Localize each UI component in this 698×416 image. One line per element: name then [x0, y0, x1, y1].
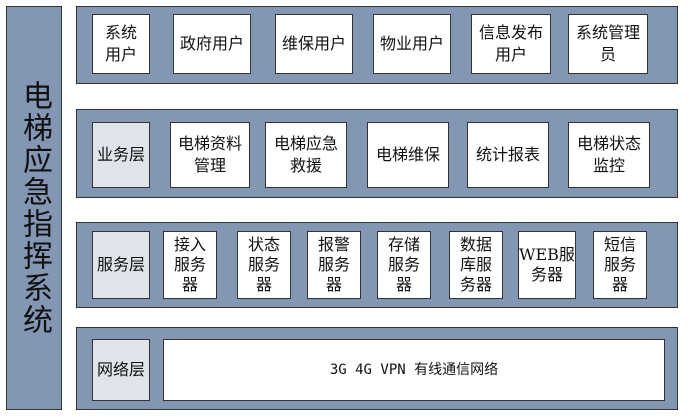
service-layer-label: 服务层 — [92, 231, 150, 299]
network-communication-box: 3G 4G VPN 有线通信网络 — [163, 339, 665, 401]
system-title-panel: 电梯应急指挥系统 — [6, 6, 62, 410]
service-sms-server: 短信 服务 器 — [593, 231, 647, 299]
user-system-admin: 系统管理 员 — [568, 14, 648, 74]
business-statistics-report: 统计报表 — [467, 122, 549, 188]
user-system-user: 系统 用户 — [92, 14, 150, 74]
business-status-monitor: 电梯状态 监控 — [568, 122, 650, 188]
business-layer-label: 业务层 — [92, 122, 150, 188]
service-web-server: WEB服 务器 — [518, 231, 576, 299]
user-maintenance: 维保用户 — [275, 14, 353, 74]
user-property: 物业用户 — [373, 14, 451, 74]
network-layer: 网络层 3G 4G VPN 有线通信网络 — [76, 327, 678, 410]
service-access-server: 接入 服务 器 — [163, 231, 217, 299]
service-layer: 服务层 接入 服务 器 状态 服务 器 报警 服务 器 存储 服务 器 数据 库… — [76, 222, 678, 308]
business-emergency-rescue: 电梯应急 救援 — [265, 122, 347, 188]
service-alarm-server: 报警 服务 器 — [307, 231, 361, 299]
user-info-publish: 信息发布 用户 — [471, 14, 551, 74]
business-elevator-maintenance: 电梯维保 — [367, 122, 449, 188]
business-elevator-records: 电梯资料 管理 — [170, 122, 250, 188]
user-government: 政府用户 — [173, 14, 251, 74]
network-layer-label: 网络层 — [92, 339, 150, 401]
service-database-server: 数据 库服 务器 — [449, 231, 503, 299]
service-status-server: 状态 服务 器 — [237, 231, 291, 299]
business-layer: 业务层 电梯资料 管理 电梯应急 救援 电梯维保 统计报表 电梯状态 监控 — [76, 109, 678, 198]
service-storage-server: 存储 服务 器 — [377, 231, 431, 299]
system-title: 电梯应急指挥系统 — [17, 80, 52, 336]
user-layer: 系统 用户 政府用户 维保用户 物业用户 信息发布 用户 系统管理 员 — [76, 6, 678, 84]
